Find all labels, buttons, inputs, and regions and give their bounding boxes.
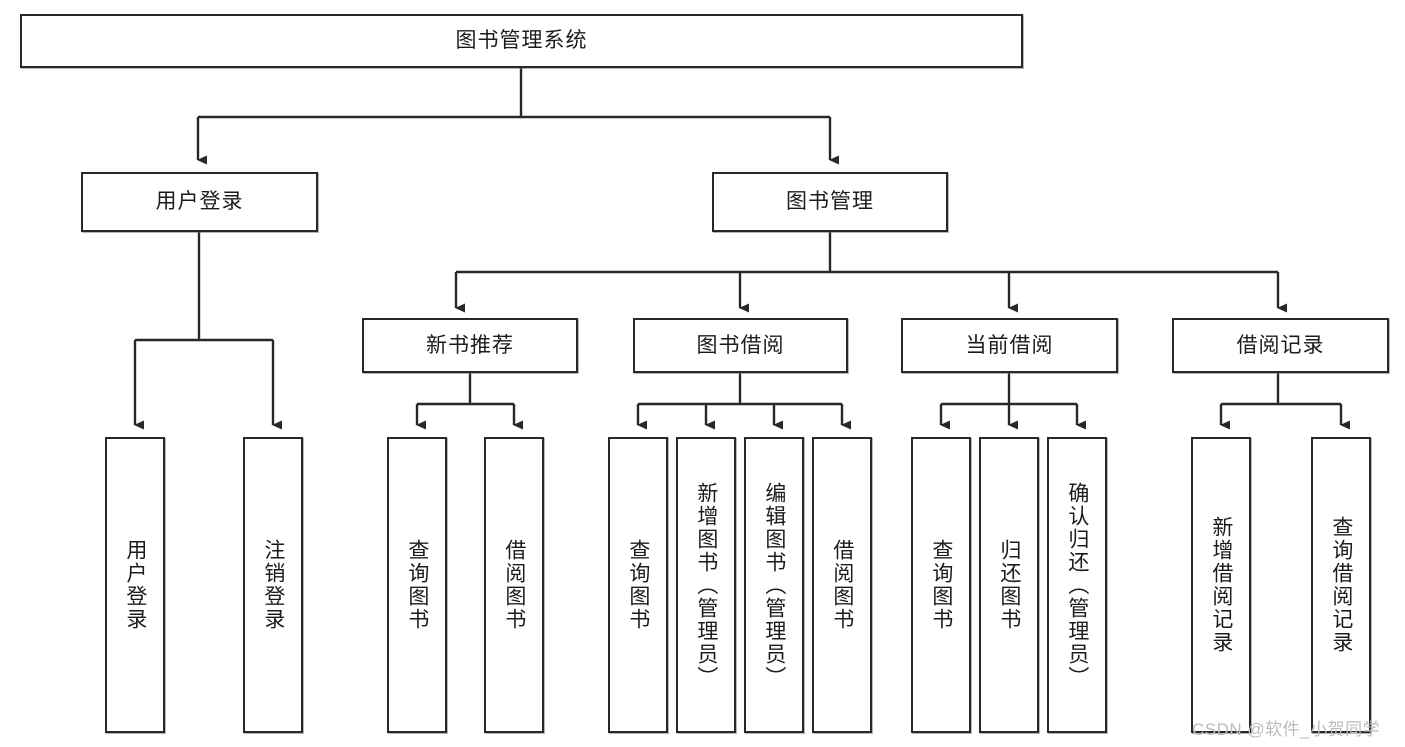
node-label: 新增图书（管理员） bbox=[694, 481, 718, 689]
node-current-borrow[interactable]: 当前借阅 bbox=[901, 318, 1118, 373]
node-label: 查询图书 bbox=[929, 539, 953, 631]
node-label: 借阅图书 bbox=[830, 539, 854, 631]
node-new-book-recommend[interactable]: 新书推荐 bbox=[362, 318, 578, 373]
node-label: 图书管理系统 bbox=[455, 29, 588, 53]
node-label: 归还图书 bbox=[997, 539, 1021, 631]
node-user-login[interactable]: 用户登录 bbox=[81, 172, 318, 232]
node-label: 编辑图书（管理员） bbox=[762, 481, 786, 689]
leaf-user-login-logout[interactable]: 注销登录 bbox=[243, 437, 303, 733]
node-label: 图书借阅 bbox=[696, 333, 785, 357]
leaf-current-borrow-query-book[interactable]: 查询图书 bbox=[911, 437, 971, 733]
node-label: 查询图书 bbox=[405, 539, 429, 631]
node-book-management[interactable]: 图书管理 bbox=[712, 172, 948, 232]
node-label: 当前借阅 bbox=[965, 333, 1054, 357]
node-label: 用户登录 bbox=[123, 539, 147, 631]
leaf-book-borrow-add-book-admin[interactable]: 新增图书（管理员） bbox=[676, 437, 736, 733]
leaf-new-book-borrow-book[interactable]: 借阅图书 bbox=[484, 437, 544, 733]
leaf-book-borrow-edit-book-admin[interactable]: 编辑图书（管理员） bbox=[744, 437, 804, 733]
leaf-book-borrow-borrow-book[interactable]: 借阅图书 bbox=[812, 437, 872, 733]
leaf-current-borrow-return-book[interactable]: 归还图书 bbox=[979, 437, 1039, 733]
leaf-current-borrow-confirm-return-admin[interactable]: 确认归还（管理员） bbox=[1047, 437, 1107, 733]
node-label: 图书管理 bbox=[786, 190, 874, 214]
node-label: 查询借阅记录 bbox=[1329, 516, 1353, 654]
node-root-book-management-system[interactable]: 图书管理系统 bbox=[20, 14, 1023, 68]
node-label: 注销登录 bbox=[261, 539, 285, 631]
leaf-borrow-record-add-record[interactable]: 新增借阅记录 bbox=[1191, 437, 1251, 733]
node-label: 新书推荐 bbox=[426, 333, 514, 357]
node-label: 确认归还（管理员） bbox=[1065, 481, 1089, 689]
node-label: 查询图书 bbox=[626, 539, 650, 631]
node-label: 用户登录 bbox=[155, 190, 244, 214]
csdn-watermark: CSDN @软件_小贺同学 bbox=[1192, 720, 1381, 739]
node-label: 新增借阅记录 bbox=[1209, 516, 1233, 654]
node-book-borrow[interactable]: 图书借阅 bbox=[633, 318, 848, 373]
leaf-book-borrow-query-book[interactable]: 查询图书 bbox=[608, 437, 668, 733]
node-label: 借阅记录 bbox=[1236, 333, 1325, 357]
leaf-borrow-record-query-record[interactable]: 查询借阅记录 bbox=[1311, 437, 1371, 733]
leaf-user-login-login[interactable]: 用户登录 bbox=[105, 437, 165, 733]
node-borrow-record[interactable]: 借阅记录 bbox=[1172, 318, 1389, 373]
leaf-new-book-query-book[interactable]: 查询图书 bbox=[387, 437, 447, 733]
node-label: 借阅图书 bbox=[502, 539, 526, 631]
